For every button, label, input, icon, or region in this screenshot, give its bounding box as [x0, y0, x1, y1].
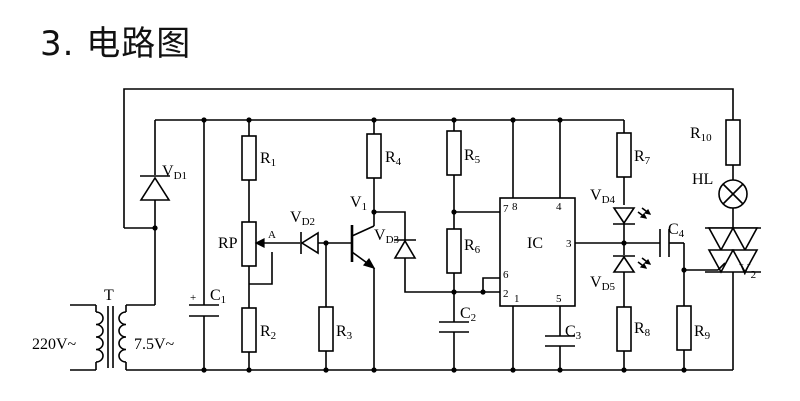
capacitor-c4: C4: [659, 221, 685, 257]
label-c2: C2: [460, 305, 476, 324]
ic-pin-6: 6: [503, 269, 509, 281]
resistor-r8: R8: [616, 306, 651, 352]
ic-pin-5: 5: [556, 293, 562, 305]
label-v1: V1: [350, 194, 367, 213]
triac-v2: V2: [705, 227, 761, 281]
resistor-r2: R2: [241, 307, 276, 353]
label-a: A: [268, 229, 276, 241]
potentiometer-rp: RP A: [218, 221, 276, 267]
led-vd4: VD4: [590, 187, 652, 225]
label-v2: V2: [739, 262, 756, 281]
resistor-r1: R1: [241, 135, 276, 181]
resistor-r5: R5: [446, 130, 481, 176]
junctions: [152, 117, 687, 373]
diode-vd1: VD1: [139, 163, 187, 201]
transistor-v1: V1: [350, 194, 376, 269]
resistor-r7: R7: [616, 132, 651, 178]
resistor-r9: R9: [676, 305, 711, 351]
ic-pin-7: 7: [503, 203, 509, 215]
label-r2: R2: [260, 323, 276, 342]
diode-vd3: VD3: [374, 227, 417, 259]
label-c4: C4: [668, 221, 685, 240]
page-title: 3. 电路图: [40, 24, 192, 64]
label-hl: HL: [692, 171, 713, 188]
label-c3: C3: [565, 323, 582, 342]
led-vd5: VD5: [590, 255, 652, 293]
label-r7: R7: [634, 148, 651, 167]
label-r10: R10: [690, 125, 712, 144]
ic-pin-1: 1: [514, 293, 520, 305]
label-r1: R1: [260, 150, 276, 169]
label-c1: C1: [210, 287, 226, 306]
ic-pin-3: 3: [566, 238, 572, 250]
label-r4: R4: [385, 149, 402, 168]
ic-pin-4: 4: [556, 201, 562, 213]
capacitor-c2: C2: [439, 305, 476, 333]
label-ic: IC: [527, 235, 543, 252]
label-r9: R9: [694, 323, 711, 342]
label-r5: R5: [464, 147, 481, 166]
label-r6: R6: [464, 237, 481, 256]
c1-plus-sign: +: [190, 292, 196, 304]
transformer-t: T 220V~ 7.5V~: [32, 287, 175, 371]
ic-pin-2: 2: [503, 288, 509, 300]
label-r8: R8: [634, 320, 651, 339]
diode-vd2: VD2: [290, 209, 319, 255]
label-vd2: VD2: [290, 209, 315, 228]
label-rp: RP: [218, 235, 238, 252]
label-7-5v: 7.5V~: [134, 336, 175, 353]
label-vd3: VD3: [374, 227, 400, 246]
resistor-r3: R3: [318, 306, 353, 352]
ic-pin-8: 8: [512, 201, 518, 213]
label-vd1: VD1: [162, 163, 187, 182]
resistor-r4: R4: [366, 133, 402, 179]
resistor-r6: R6: [446, 228, 481, 274]
wires: [123, 88, 734, 371]
label-r3: R3: [336, 323, 353, 342]
label-vd4: VD4: [590, 187, 616, 206]
ic-chip: IC 7 8 4 3 6 2 1 5: [499, 197, 576, 307]
capacitor-c3: C3: [545, 323, 582, 347]
label-220v: 220V~: [32, 336, 77, 353]
label-vd5: VD5: [590, 274, 616, 293]
resistor-r10: R10: [690, 119, 741, 166]
capacitor-c1: + C1: [189, 287, 226, 317]
lamp-hl: HL: [692, 171, 748, 209]
label-t: T: [104, 287, 114, 304]
